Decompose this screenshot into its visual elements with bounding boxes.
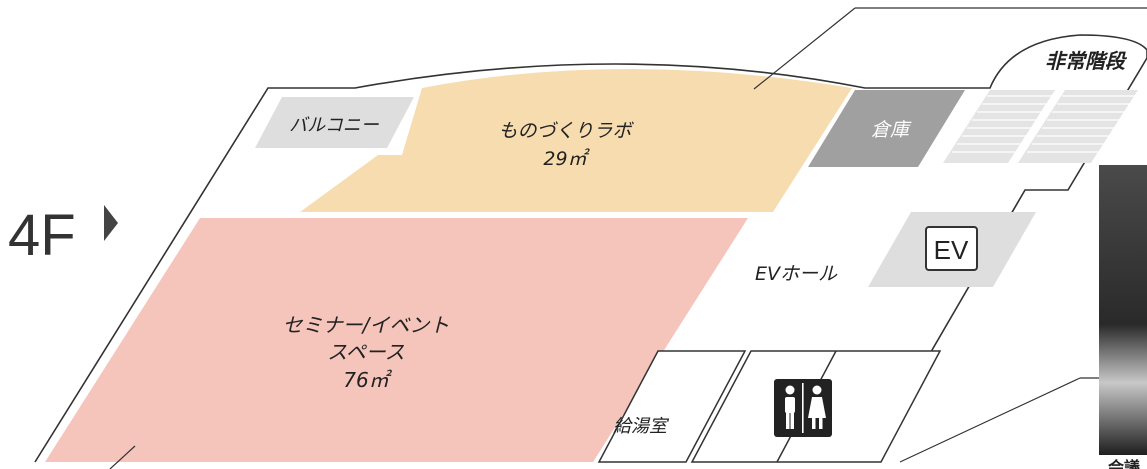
stairs-area [943, 90, 1138, 163]
stairs-label: 非常階段 [1045, 49, 1128, 73]
arrow-right-icon [104, 205, 118, 241]
storage-label: 倉庫 [871, 119, 912, 141]
seminar-area-value: 76㎡ [343, 368, 392, 392]
ev-icon: EV [925, 226, 978, 271]
leader-line-seminar [109, 445, 136, 469]
lab-area-value: 29㎡ [543, 148, 590, 170]
floor-label: 4F [8, 203, 76, 268]
svg-text:EV: EV [934, 235, 969, 265]
seminar-area [45, 218, 748, 462]
seminar-label-line2: スペース [327, 340, 405, 364]
lab-name: ものづくりラボ [498, 120, 634, 142]
kitchen-label: 給湯室 [613, 416, 670, 437]
leader-line-photo [899, 377, 1081, 463]
balcony-label: バルコニー [289, 115, 380, 136]
photo-caption: 会議 [1108, 458, 1140, 469]
seminar-label-line1: セミナー/イベント [283, 313, 450, 337]
kitchen-area [597, 350, 747, 463]
leader-line-lab [753, 7, 856, 90]
restroom-icon [774, 379, 832, 437]
storage-area [808, 90, 965, 167]
building-outline [34, 34, 1147, 463]
lab-area [300, 69, 852, 212]
ev-hall-label: EVホール [755, 263, 838, 285]
balcony-area [255, 97, 414, 148]
meeting-room-photo [1099, 165, 1147, 455]
